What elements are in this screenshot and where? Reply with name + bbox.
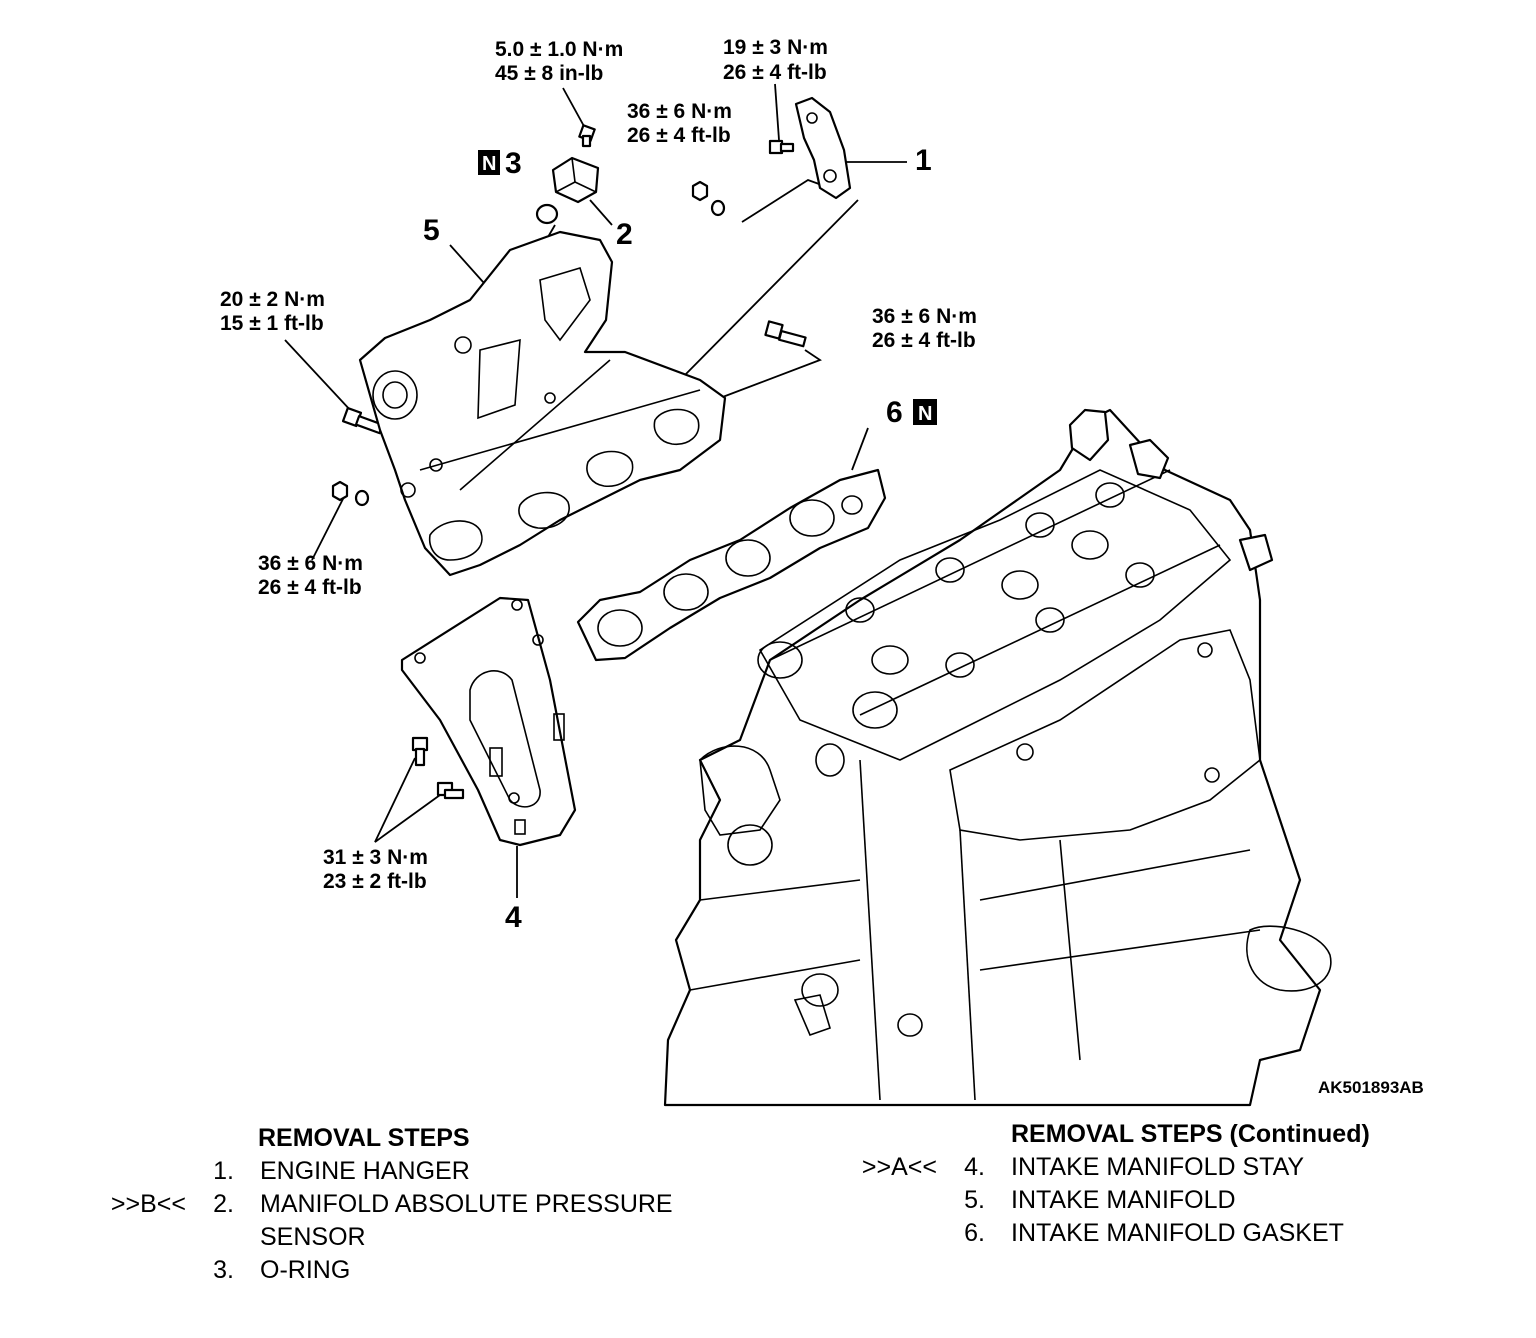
svg-text:20 ± 2 N·m: 20 ± 2 N·m — [220, 288, 325, 311]
svg-text:3: 3 — [505, 147, 522, 180]
callout-3: N 3 — [478, 147, 522, 180]
intake-manifold-gasket-shape — [576, 468, 887, 662]
callout-6: 6 N — [886, 396, 937, 429]
svg-text:26 ± 4 ft-lb: 26 ± 4 ft-lb — [872, 329, 976, 352]
non-reusable-icon: N — [482, 153, 496, 175]
callout-5: 5 — [423, 214, 440, 247]
torque-manifold-right: 36 ± 6 N·m 26 ± 4 ft-lb — [872, 305, 977, 352]
list-item: >>B<< 2. MANIFOLD ABSOLUTE PRESSURE SENS… — [110, 1190, 673, 1251]
list-item: 5. INTAKE MANIFOLD — [964, 1186, 1236, 1214]
callout-4: 4 — [505, 901, 522, 934]
removal-steps-continued-title: REMOVAL STEPS (Continued) — [1011, 1120, 1370, 1148]
exploded-view-diagram: 5.0 ± 1.0 N·m 45 ± 8 in-lb 19 ± 3 N·m 26… — [220, 36, 1424, 1107]
svg-text:23 ± 2 ft-lb: 23 ± 2 ft-lb — [323, 870, 427, 893]
torque-manifold-nut: 36 ± 6 N·m 26 ± 4 ft-lb — [258, 552, 363, 599]
engine-assembly-shape — [663, 408, 1332, 1107]
svg-text:5.0 ± 1.0 N·m: 5.0 ± 1.0 N·m — [495, 38, 623, 61]
o-ring-shape — [535, 203, 559, 225]
svg-text:19 ± 3 N·m: 19 ± 3 N·m — [723, 36, 828, 59]
fasteners — [331, 124, 807, 800]
intake-manifold-shape — [358, 230, 727, 577]
map-sensor-shape — [551, 156, 600, 204]
svg-text:26 ± 4 ft-lb: 26 ± 4 ft-lb — [627, 124, 731, 147]
svg-text:31 ± 3 N·m: 31 ± 3 N·m — [323, 846, 428, 869]
svg-text:26 ± 4 ft-lb: 26 ± 4 ft-lb — [723, 61, 827, 84]
svg-text:26 ± 4 ft-lb: 26 ± 4 ft-lb — [258, 576, 362, 599]
torque-map-sensor: 5.0 ± 1.0 N·m 45 ± 8 in-lb — [495, 38, 623, 85]
non-reusable-icon: N — [918, 403, 932, 425]
removal-steps-right: REMOVAL STEPS (Continued) >>A<< 4. INTAK… — [861, 1118, 1497, 1250]
svg-text:45 ± 8 in-lb: 45 ± 8 in-lb — [495, 62, 603, 85]
callout-2: 2 — [616, 218, 633, 251]
engine-hanger-shape — [794, 96, 852, 200]
list-item: 3. O-RING — [213, 1256, 351, 1284]
svg-text:15 ± 1 ft-lb: 15 ± 1 ft-lb — [220, 312, 324, 335]
torque-stay-bolts: 31 ± 3 N·m 23 ± 2 ft-lb — [323, 846, 428, 893]
svg-text:36 ± 6 N·m: 36 ± 6 N·m — [872, 305, 977, 328]
torque-manifold-left: 20 ± 2 N·m 15 ± 1 ft-lb — [220, 288, 325, 335]
intake-manifold-stay-shape — [400, 596, 577, 847]
svg-text:6: 6 — [886, 396, 903, 429]
list-item: 6. INTAKE MANIFOLD GASKET — [964, 1219, 1344, 1247]
svg-text:36 ± 6 N·m: 36 ± 6 N·m — [627, 100, 732, 123]
torque-hanger-nut: 36 ± 6 N·m 26 ± 4 ft-lb — [627, 100, 732, 147]
list-item: >>A<< 4. INTAKE MANIFOLD STAY — [861, 1153, 1305, 1181]
svg-text:36 ± 6 N·m: 36 ± 6 N·m — [258, 552, 363, 575]
figure-id: AK501893AB — [1318, 1078, 1424, 1097]
torque-hanger-bolt: 19 ± 3 N·m 26 ± 4 ft-lb — [723, 36, 828, 84]
removal-steps-left: REMOVAL STEPS 1. ENGINE HANGER >>B<< 2. … — [110, 1122, 786, 1287]
callout-1: 1 — [915, 144, 932, 177]
list-item: 1. ENGINE HANGER — [213, 1157, 470, 1185]
removal-steps-title: REMOVAL STEPS — [258, 1124, 470, 1152]
